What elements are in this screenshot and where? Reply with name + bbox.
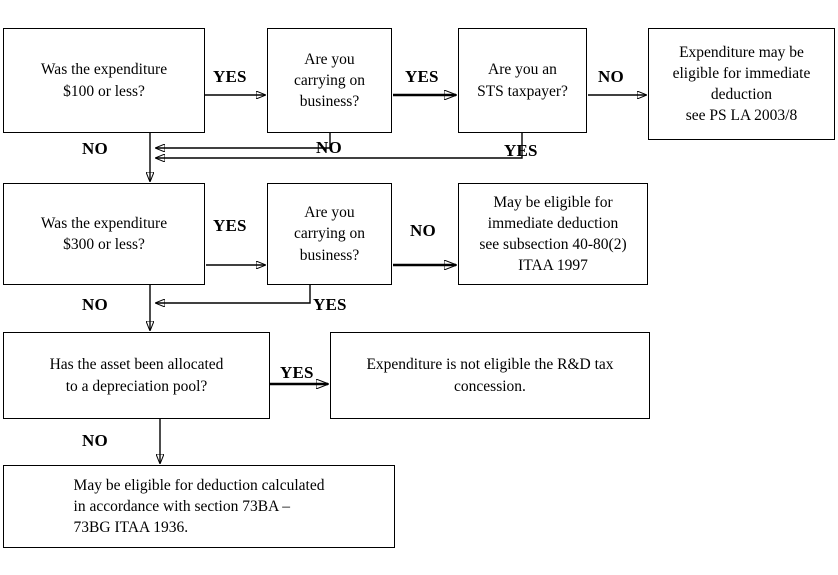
node-text-line: STS taxpayer? <box>477 82 568 100</box>
node-text: May be eligible for deduction calculated… <box>74 475 325 538</box>
node-text-line: deduction <box>710 86 773 103</box>
node-text-line: carrying on <box>293 71 365 89</box>
node-q-carrying-business-1: Are you carrying on business? <box>267 28 392 133</box>
node-q-carrying-business-2: Are you carrying on business? <box>267 183 392 285</box>
node-out-73ba-73bg: May be eligible for deduction calculated… <box>3 465 395 548</box>
edge-label-yes-3: YES <box>213 216 247 235</box>
node-text-line: Are you an <box>488 61 557 79</box>
node-text-line: 73BG ITAA 1936. <box>73 519 189 537</box>
node-q-depreciation-pool: Has the asset been allocated to a depreci… <box>3 332 270 419</box>
node-text-line: business? <box>299 93 360 111</box>
node-text-line: ITAA 1997 <box>518 257 588 275</box>
connector-c5-business1-no-back <box>156 133 331 148</box>
node-text-line: immediate deduction <box>487 214 619 232</box>
node-text-line: in accordance with section 73BA – <box>73 497 291 515</box>
node-text-line: Was the expenditure <box>40 61 168 79</box>
node-q-100-or-less: Was the expenditure $100 or less? <box>3 28 205 133</box>
node-text: Are you carrying on business? <box>294 49 365 112</box>
node-text-line: $100 or less? <box>63 82 145 100</box>
node-text-line: May be eligible for deduction calculated <box>73 476 325 494</box>
node-text-line: May be eligible for <box>493 193 613 211</box>
connector-c6-sts-yes-back <box>156 133 523 158</box>
node-text-line: carrying on <box>293 225 365 243</box>
edge-label-yes-1: YES <box>213 67 247 86</box>
node-text: Are you carrying on business? <box>294 202 365 265</box>
node-text-line: business? <box>299 246 360 264</box>
node-text: Expenditure is not eligible the R&D tax c… <box>366 354 613 396</box>
node-text-line: Was the expenditure <box>40 214 168 232</box>
connector-c10-business2-yes-back <box>156 285 311 303</box>
node-text-line: Are you <box>304 204 355 222</box>
node-out-ps-la-2003-8: Expenditure may be eligible for immediate… <box>648 28 835 140</box>
edge-label-no-row1-left: NO <box>82 139 108 158</box>
node-out-subsection-40-80-2: May be eligible for immediate deduction se… <box>458 183 648 285</box>
connectors-group <box>150 95 646 463</box>
edge-label-yes-4: YES <box>280 363 314 382</box>
node-q-sts-taxpayer: Are you an STS taxpayer? <box>458 28 587 133</box>
node-text-line: Are you <box>304 50 355 68</box>
node-text: Expenditure may be eligible for immediate… <box>673 42 811 126</box>
node-q-300-or-less: Was the expenditure $300 or less? <box>3 183 205 285</box>
node-text-line: Has the asset been allocated <box>49 356 224 374</box>
node-text-line: eligible for immediate <box>672 64 811 82</box>
node-text-line: $300 or less? <box>63 236 145 253</box>
node-out-not-eligible: Expenditure is not eligible the R&D tax c… <box>330 332 650 419</box>
edge-label-no-1: NO <box>598 67 624 86</box>
edge-label-no-2: NO <box>410 221 436 240</box>
node-text: Are you an STS taxpayer? <box>477 59 568 101</box>
edge-label-no-row3-left: NO <box>82 431 108 450</box>
node-text: Has the asset been allocated to a depreci… <box>50 354 224 396</box>
edge-label-yes-row2-mid: YES <box>313 295 347 314</box>
node-text-line: see PS LA 2003/8 <box>685 107 798 125</box>
node-text: May be eligible for immediate deduction se… <box>479 192 626 276</box>
node-text-line: to a depreciation pool? <box>65 377 208 395</box>
edge-label-no-row1-mid: NO <box>316 138 342 157</box>
edge-label-yes-row1-right: YES <box>504 141 538 160</box>
node-text-line: see subsection 40-80(2) <box>479 236 627 253</box>
edge-label-no-row2-left: NO <box>82 295 108 314</box>
node-text-line: concession. <box>454 377 526 395</box>
node-text: Was the expenditure $300 or less? <box>41 213 167 255</box>
node-text-line: Expenditure is not eligible the R&D tax <box>366 356 614 374</box>
node-text: Was the expenditure $100 or less? <box>41 59 167 101</box>
edge-label-yes-2: YES <box>405 67 439 86</box>
node-text-line: Expenditure may be <box>679 43 804 61</box>
